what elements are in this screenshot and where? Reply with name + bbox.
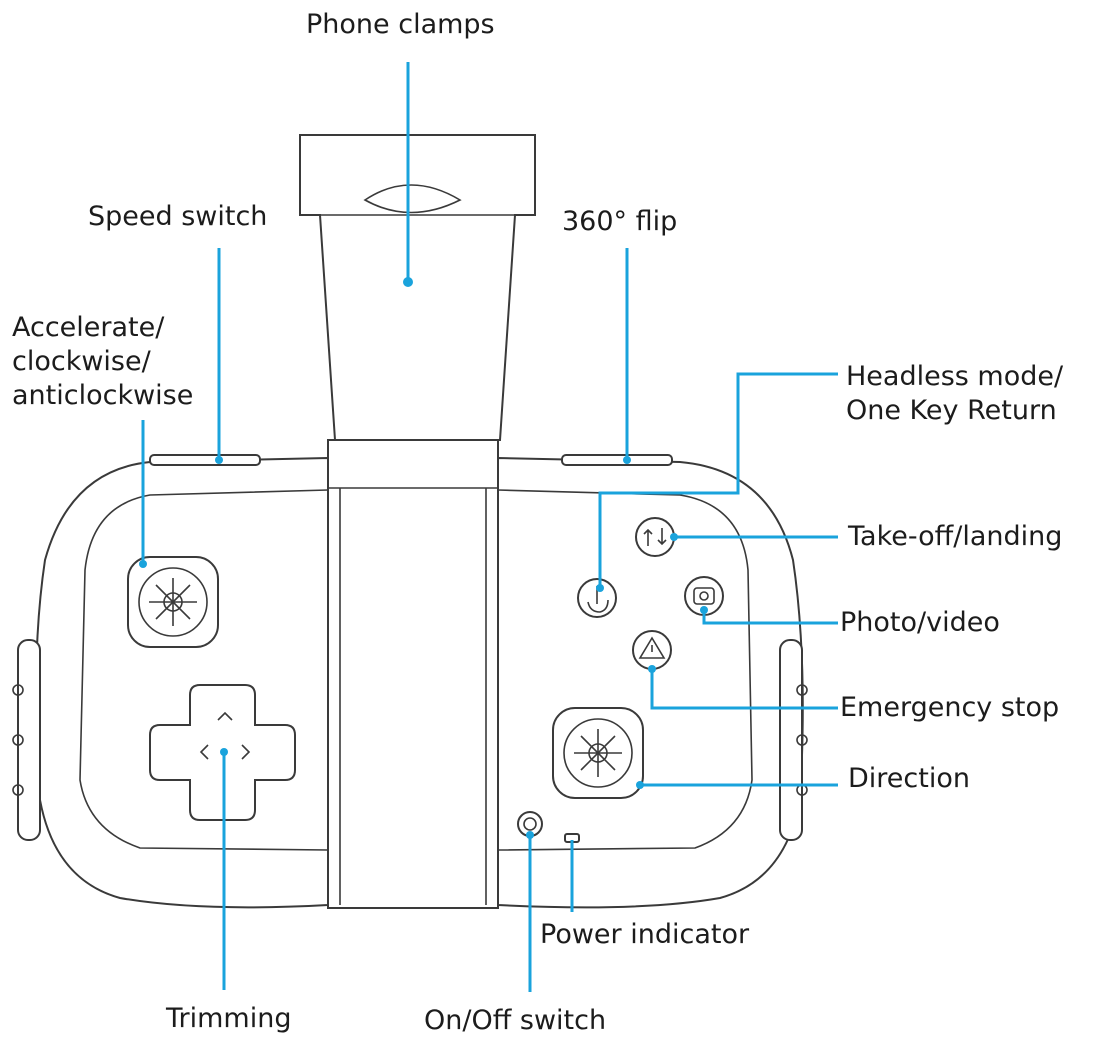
controller-body	[12, 439, 808, 909]
label-accelerate: Accelerate/ clockwise/ anticlockwise	[12, 311, 193, 413]
label-headless-line2: One Key Return	[846, 395, 1057, 426]
label-headless-line1: Headless mode/	[846, 361, 1064, 392]
takeoff-landing-button[interactable]	[635, 517, 675, 557]
emergency-stop-button[interactable]	[632, 630, 672, 670]
headless-return-button[interactable]	[577, 578, 617, 618]
leader-lines	[139, 62, 838, 992]
label-accelerate-line1: Accelerate/	[12, 312, 165, 343]
label-phone-clamps: Phone clamps	[306, 9, 495, 40]
right-joystick[interactable]	[552, 707, 644, 799]
phone-clamp	[299, 134, 536, 441]
label-takeoff-landing: Take-off/landing	[848, 521, 1063, 552]
label-speed-switch: Speed switch	[88, 201, 268, 232]
label-trimming: Trimming	[166, 1003, 292, 1034]
label-photo-video: Photo/video	[840, 607, 1000, 638]
label-accelerate-line3: anticlockwise	[12, 380, 194, 411]
label-headless-mode: Headless mode/ One Key Return	[846, 360, 1063, 428]
label-direction: Direction	[848, 763, 970, 794]
left-joystick[interactable]	[127, 556, 219, 648]
label-accelerate-line2: clockwise/	[12, 346, 151, 377]
label-emergency-stop: Emergency stop	[840, 692, 1060, 723]
label-power-indicator: Power indicator	[540, 919, 750, 950]
label-on-off-switch: On/Off switch	[424, 1005, 607, 1036]
on-off-switch[interactable]	[517, 811, 543, 837]
label-360-flip: 360° flip	[562, 206, 678, 237]
